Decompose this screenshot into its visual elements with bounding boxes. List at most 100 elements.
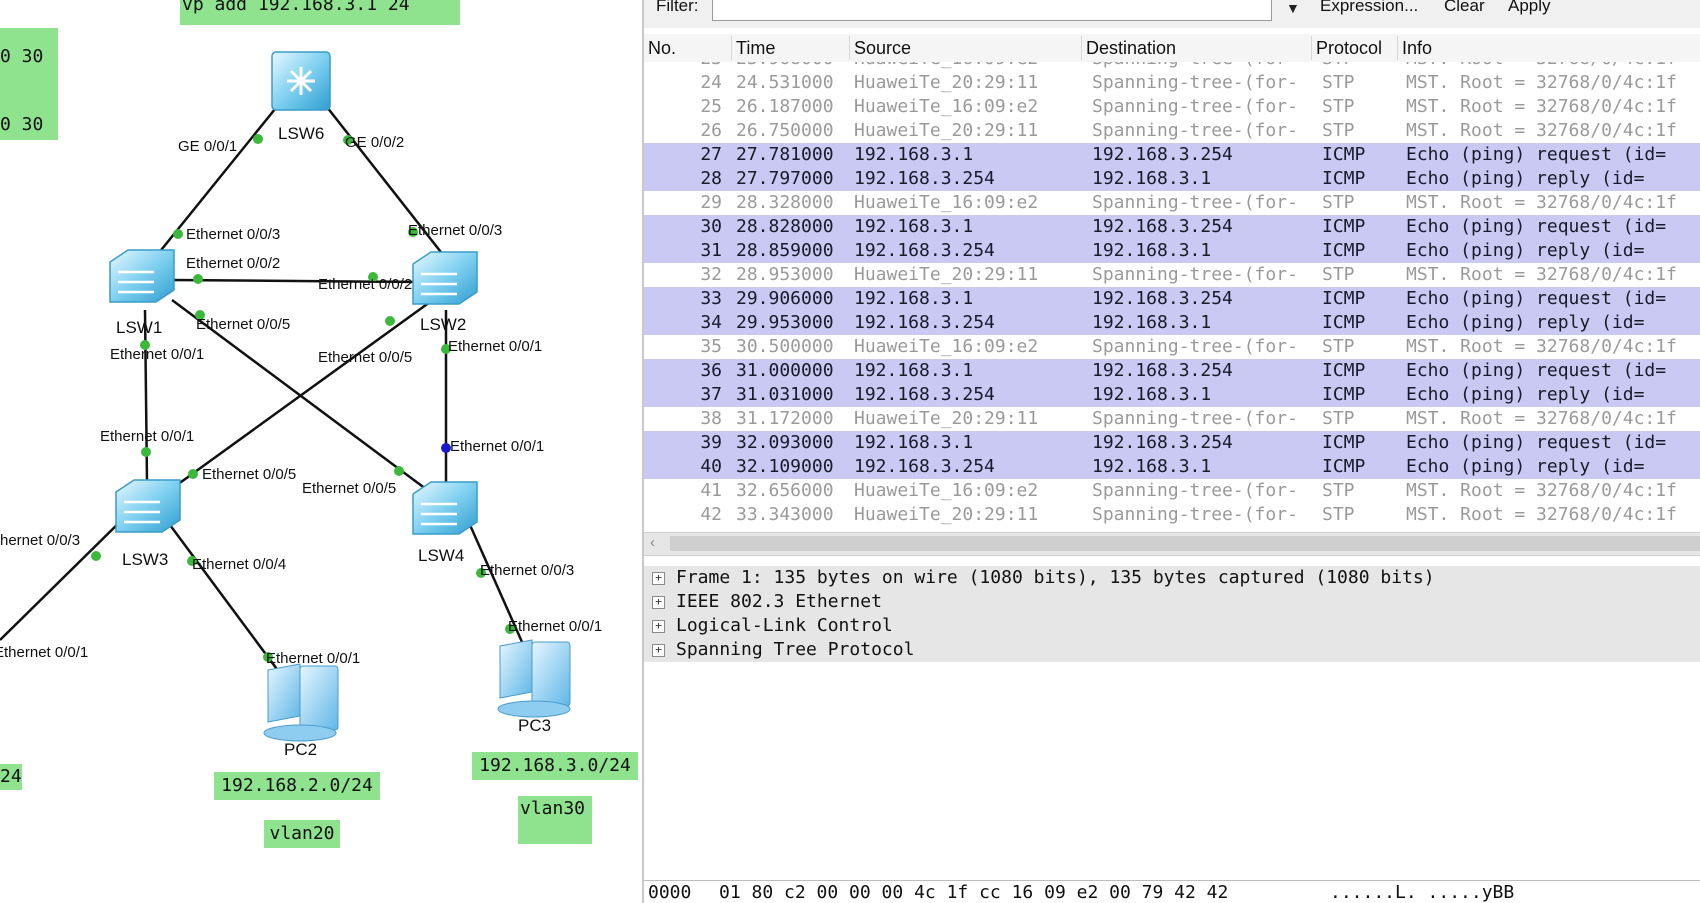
device-pc3[interactable]: PC3	[518, 716, 552, 735]
packet-info: Echo (ping) request (id=	[1406, 432, 1667, 453]
detail-text: Logical-Link Control	[676, 615, 893, 636]
packet-time: 23.968000	[736, 62, 852, 71]
packet-src: HuaweiTe_20:29:11	[854, 72, 1039, 93]
packet-time: 31.031000	[736, 384, 834, 405]
device-lsw3[interactable]: LSW3	[122, 550, 169, 569]
expand-plus-icon[interactable]: +	[652, 644, 665, 657]
port-lsw1-e1: Ethernet 0/0/1	[110, 346, 205, 363]
col-source[interactable]: Source	[850, 36, 1082, 60]
col-info[interactable]: Info	[1402, 38, 1433, 58]
packet-info: Echo (ping) request (id=	[1406, 144, 1667, 165]
packet-list[interactable]: 2323.968000HuaweiTe_16:09:e2Spanning-tre…	[644, 62, 1700, 528]
packet-no: 34	[700, 312, 722, 333]
packet-info: MST. Root = 32768/0/4c:1f	[1406, 72, 1677, 93]
note-pc2-vlan[interactable]: vlan20	[264, 820, 340, 848]
col-destination[interactable]: Destination	[1082, 36, 1312, 60]
col-protocol[interactable]: Protocol	[1312, 36, 1398, 60]
port-pc3-e1: Ethernet 0/0/1	[508, 618, 603, 635]
packet-src: HuaweiTe_20:29:11	[854, 264, 1039, 285]
packet-details[interactable]: +Frame 1: 135 bytes on wire (1080 bits),…	[644, 560, 1700, 881]
packet-proto: STP	[1322, 408, 1355, 429]
port-lsw2-e1: Ethernet 0/0/1	[448, 338, 543, 355]
packet-no: 40	[700, 456, 722, 477]
device-pc2[interactable]: PC2	[284, 740, 318, 759]
packet-time: 28.828000	[736, 216, 834, 237]
packet-dst: Spanning-tree-(for-	[1092, 192, 1298, 213]
packet-src: 192.168.3.254	[854, 240, 995, 261]
switch-icon	[271, 51, 331, 111]
packet-no: 30	[700, 216, 722, 237]
detail-tree-item[interactable]: +Spanning Tree Protocol	[644, 638, 1700, 662]
packet-bytes[interactable]: 0000 01 80 c2 00 00 00 4c 1f cc 16 09 e2…	[644, 882, 1700, 903]
expand-plus-icon[interactable]: +	[652, 572, 665, 585]
expression-button[interactable]: Expression...	[1320, 0, 1419, 15]
hex-ascii: ......L. .....yBB	[1330, 882, 1515, 903]
clear-button[interactable]: Clear	[1444, 0, 1485, 15]
note-pc2-subnet[interactable]: 192.168.2.0/24	[214, 772, 380, 800]
packet-proto: ICMP	[1322, 240, 1366, 261]
packet-proto: STP	[1322, 96, 1355, 117]
apply-button[interactable]: Apply	[1508, 0, 1551, 15]
packet-time: 31.000000	[736, 360, 834, 381]
packet-list-hscrollbar[interactable]: ‹	[644, 532, 1700, 556]
switch-icon	[412, 251, 478, 305]
filter-input[interactable]	[712, 0, 1272, 21]
port-pc2-e1: Ethernet 0/0/1	[266, 650, 361, 667]
note-left-bottom[interactable]: 24	[0, 764, 22, 790]
note-pc3-vlan[interactable]: vlan30	[518, 796, 592, 844]
port-lsw4-e1: Ethernet 0/0/1	[450, 438, 545, 455]
detail-tree-item[interactable]: + Logical-Link Control	[644, 614, 1700, 638]
col-time[interactable]: Time	[732, 36, 850, 60]
chevron-down-icon[interactable]: ▼	[1286, 0, 1300, 16]
device-lsw4[interactable]: LSW4	[418, 546, 465, 565]
scroll-left-icon[interactable]: ‹	[650, 534, 655, 551]
col-no[interactable]: No.	[644, 36, 732, 60]
note-pc3-subnet[interactable]: 192.168.3.0/24	[472, 752, 638, 780]
filter-label: Filter:	[656, 0, 699, 15]
packet-row[interactable]: 2323.968000HuaweiTe_16:09:e2Spanning-tre…	[644, 62, 1700, 71]
port-lsw4-e3: Ethernet 0/0/3	[480, 562, 575, 579]
scroll-thumb[interactable]	[670, 536, 1700, 551]
link-lsw6-lsw1	[144, 87, 293, 271]
packet-dst: Spanning-tree-(for-	[1092, 120, 1298, 141]
expand-plus-icon[interactable]: +	[652, 620, 665, 633]
detail-tree-item[interactable]: +IEEE 802.3 Ethernet	[644, 590, 1700, 614]
device-lsw2[interactable]: LSW2	[420, 315, 467, 334]
packet-time: 27.781000	[736, 144, 834, 165]
detail-tree-item[interactable]: +Frame 1: 135 bytes on wire (1080 bits),…	[644, 566, 1700, 590]
packet-proto: ICMP	[1322, 384, 1366, 405]
device-lsw1[interactable]: LSW1	[116, 318, 163, 337]
packet-src: HuaweiTe_20:29:11	[854, 120, 1039, 141]
topology-canvas[interactable]: vp add 192.168.3.1 24 0 30 0 30 24 192.1…	[0, 0, 645, 903]
expand-plus-icon[interactable]: +	[652, 596, 665, 609]
packet-no: 25	[700, 96, 722, 117]
packet-no: 24	[700, 72, 722, 93]
device-lsw6[interactable]: LSW6	[278, 124, 325, 143]
link-lsw6-lsw2	[311, 87, 456, 271]
note-left-top[interactable]: 0 30 0 30	[0, 28, 58, 140]
port-lsw3-e1: Ethernet 0/0/1	[100, 428, 195, 445]
packet-time: 30.500000	[736, 336, 834, 357]
pc-icon	[263, 663, 339, 742]
packet-src: 192.168.3.254	[854, 168, 995, 189]
note-top-banner[interactable]: vp add 192.168.3.1 24	[180, 0, 460, 25]
